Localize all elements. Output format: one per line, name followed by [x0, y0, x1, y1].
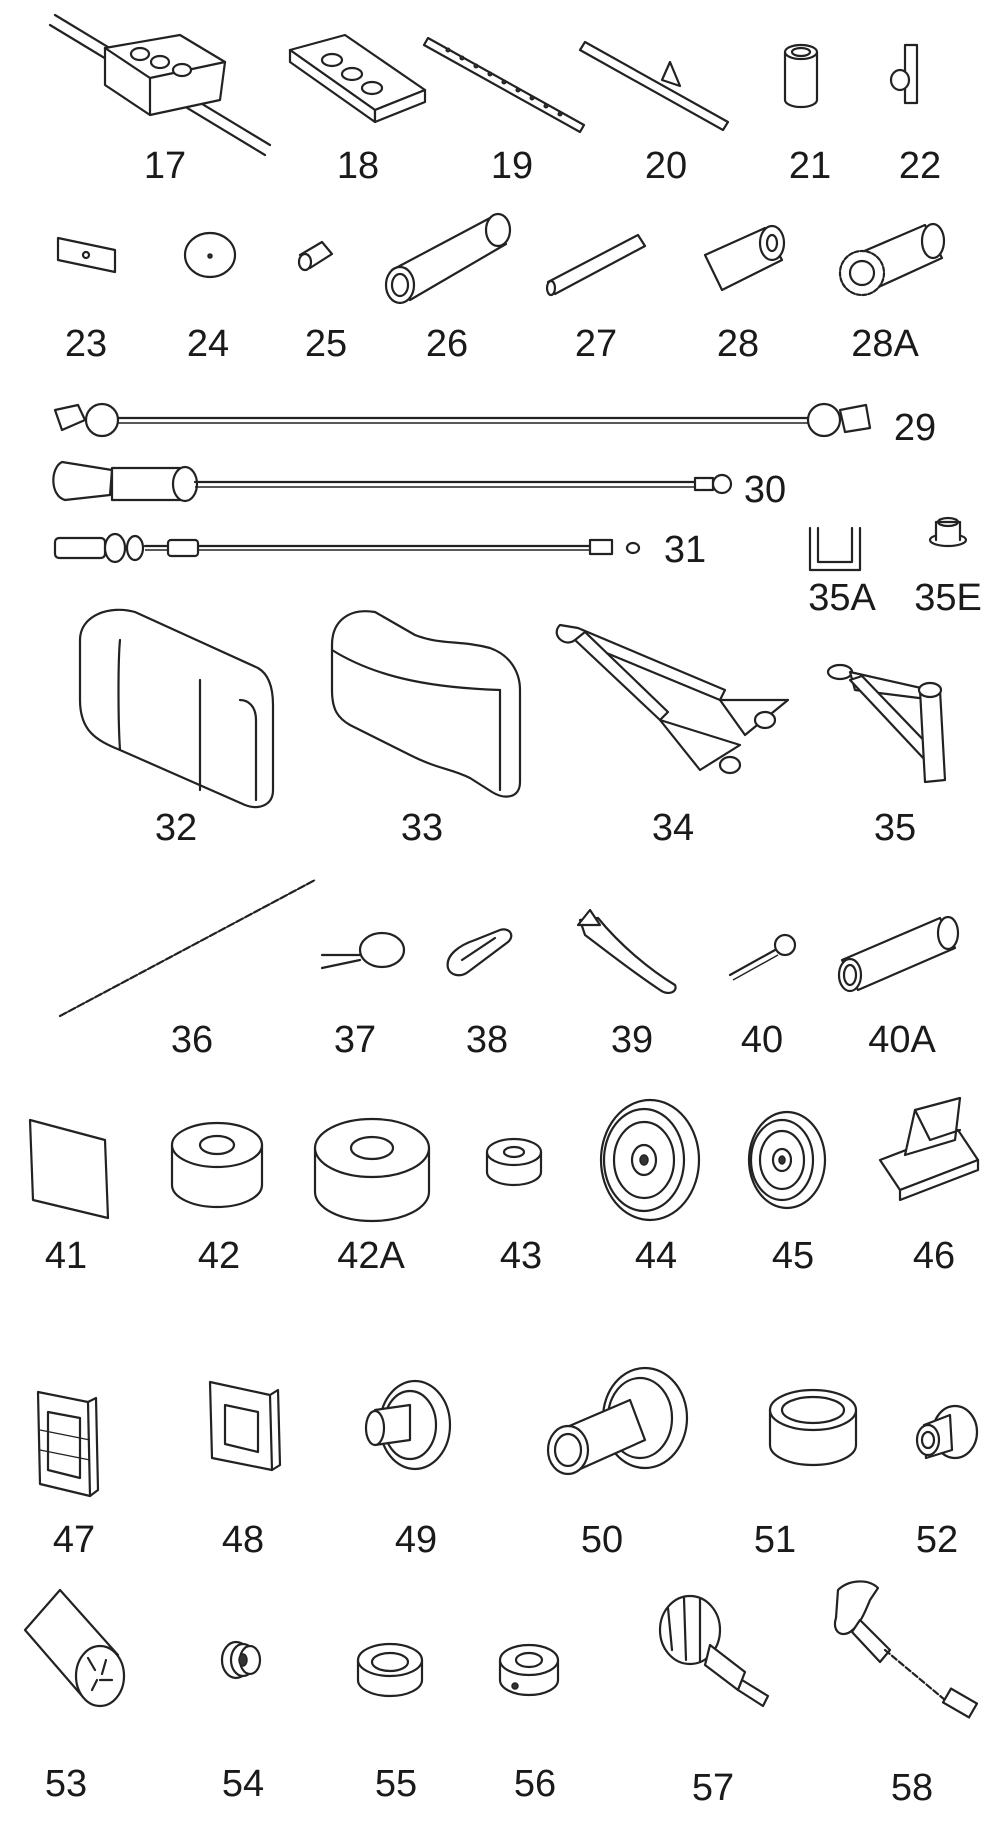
- seat-pad-icon: [330, 610, 522, 798]
- part-label-47: 47: [53, 1519, 95, 1561]
- part-label-48: 48: [222, 1519, 264, 1561]
- part-label-55: 55: [375, 1763, 417, 1805]
- part-label-38: 38: [466, 1019, 508, 1061]
- part-label-21: 21: [789, 145, 831, 187]
- part-label-33: 33: [401, 807, 443, 849]
- part-label-40: 40: [741, 1019, 783, 1061]
- grommet-icon: [220, 1640, 262, 1680]
- triceps-rope-handle-icon: [555, 623, 790, 775]
- part-label-31: 31: [664, 529, 706, 571]
- pulley-icon: [747, 1110, 827, 1210]
- part-label-35E: 35E: [914, 577, 982, 619]
- tube-icon: [837, 915, 960, 993]
- three-hole-plate-icon: [288, 33, 427, 124]
- cable-with-hook-icon: [52, 460, 733, 503]
- collar-icon: [768, 1388, 858, 1467]
- flanged-bushing-icon: [546, 1366, 689, 1476]
- back-pad-icon: [78, 608, 275, 809]
- small-plate-icon: [56, 236, 117, 274]
- part-label-35: 35: [874, 807, 916, 849]
- part-label-44: 44: [635, 1235, 677, 1277]
- end-cap-icon: [878, 1096, 980, 1202]
- lever-icon: [576, 908, 677, 994]
- part-label-19: 19: [491, 145, 533, 187]
- part-label-50: 50: [581, 1519, 623, 1561]
- part-label-26: 26: [426, 323, 468, 365]
- part-label-45: 45: [772, 1235, 814, 1277]
- perforated-rod-icon: [422, 36, 586, 134]
- snap-ring-icon: [320, 931, 406, 970]
- lock-collar-icon: [498, 1643, 560, 1697]
- sheet-icon: [28, 1118, 110, 1220]
- part-label-24: 24: [187, 323, 229, 365]
- carabiner-icon: [446, 928, 513, 977]
- rectangular-insert-icon: [36, 1390, 100, 1498]
- part-label-49: 49: [395, 1519, 437, 1561]
- sleeve-icon: [783, 43, 819, 109]
- part-label-23: 23: [65, 323, 107, 365]
- disc-icon: [183, 231, 237, 279]
- part-label-28A: 28A: [851, 323, 919, 365]
- bracket-icon: [889, 43, 919, 105]
- part-label-54: 54: [222, 1763, 264, 1805]
- part-label-53: 53: [45, 1763, 87, 1805]
- part-label-35A: 35A: [808, 577, 876, 619]
- slotted-cylinder-icon: [23, 1588, 126, 1708]
- bushing-icon: [928, 516, 968, 548]
- part-label-29: 29: [894, 407, 936, 449]
- part-label-22: 22: [899, 145, 941, 187]
- part-label-42A: 42A: [337, 1235, 405, 1277]
- part-label-58: 58: [891, 1767, 933, 1809]
- part-label-57: 57: [692, 1767, 734, 1809]
- pin-icon: [728, 933, 797, 981]
- spacer-icon: [170, 1121, 264, 1209]
- short-tube-icon: [297, 240, 334, 272]
- part-label-39: 39: [611, 1019, 653, 1061]
- part-label-18: 18: [337, 145, 379, 187]
- part-label-42: 42: [198, 1235, 240, 1277]
- rod-with-tab-icon: [578, 40, 730, 132]
- part-label-56: 56: [514, 1763, 556, 1805]
- part-label-32: 32: [155, 807, 197, 849]
- roller-icon: [384, 212, 512, 305]
- large-pulley-icon: [599, 1098, 701, 1222]
- part-label-51: 51: [754, 1519, 796, 1561]
- part-label-20: 20: [645, 145, 687, 187]
- rod-with-slider-block-icon: [48, 13, 272, 157]
- pop-pin-icon: [833, 1580, 979, 1719]
- foam-roller-icon: [703, 224, 786, 292]
- part-label-36: 36: [171, 1019, 213, 1061]
- cup-washer-icon: [356, 1642, 424, 1698]
- cable-with-ball-stops-icon: [53, 402, 872, 438]
- part-label-30: 30: [744, 469, 786, 511]
- part-label-46: 46: [913, 1235, 955, 1277]
- part-label-52: 52: [916, 1519, 958, 1561]
- clip-icon: [808, 526, 862, 572]
- chain-icon: [58, 878, 317, 1018]
- part-label-34: 34: [652, 807, 694, 849]
- single-handle-icon: [826, 663, 947, 784]
- threaded-cable-icon: [53, 532, 641, 564]
- part-label-25: 25: [305, 323, 347, 365]
- part-label-28: 28: [717, 323, 759, 365]
- part-label-17: 17: [144, 145, 186, 187]
- part-label-41: 41: [45, 1235, 87, 1277]
- part-labels: 17 18 19 20 21 22 23 24 25 26 27 28 28A …: [45, 145, 982, 1809]
- small-spacer-icon: [485, 1137, 543, 1187]
- axle-icon: [545, 233, 647, 297]
- large-spacer-icon: [313, 1117, 431, 1223]
- small-bushing-icon: [915, 1404, 979, 1460]
- geared-roller-icon: [838, 222, 946, 297]
- part-label-37: 37: [334, 1019, 376, 1061]
- knob-icon: [658, 1594, 770, 1708]
- part-label-40A: 40A: [868, 1019, 936, 1061]
- flanged-hub-icon: [364, 1379, 452, 1471]
- part-label-43: 43: [500, 1235, 542, 1277]
- square-insert-icon: [208, 1380, 282, 1472]
- part-label-27: 27: [575, 323, 617, 365]
